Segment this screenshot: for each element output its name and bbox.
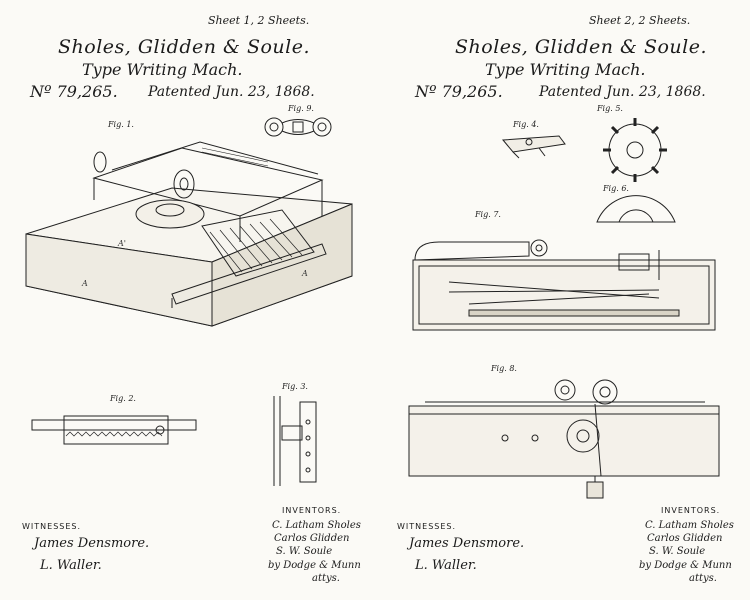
patent-number: Nº 79,265. — [30, 82, 118, 101]
fig-2-drawing — [30, 406, 200, 452]
patent-sheet-2: Sheet 2, 2 Sheets. Sholes, Glidden & Sou… — [375, 0, 750, 600]
attorney-title: attys. — [689, 573, 717, 584]
patent-date: Patented Jun. 23, 1868. — [539, 84, 706, 100]
fig-9-label: Fig. 9. — [288, 104, 314, 113]
witness-signature-1: James Densmore. — [409, 536, 525, 551]
patent-title: Sholes, Glidden & Soule. — [58, 36, 311, 58]
inventor-signature-1: C. Latham Sholes — [645, 520, 734, 531]
inventor-signature-3: S. W. Soule — [649, 546, 706, 557]
fig-1-drawing: A A' A — [22, 126, 362, 386]
inventor-signature-2: Carlos Glidden — [647, 533, 723, 544]
fig-5-drawing — [597, 112, 673, 188]
witnesses-label: WITNESSES. — [397, 522, 457, 531]
fig-1-label: Fig. 1. — [108, 120, 134, 129]
svg-text:A: A — [81, 279, 88, 288]
fig-8-drawing — [405, 376, 725, 500]
inventors-label: INVENTORS. — [661, 506, 721, 515]
patent-sheet-1: Sheet 1, 2 Sheets. Sholes, Glidden & Sou… — [22, 14, 362, 584]
attorney-signature: by Dodge & Munn — [639, 560, 732, 571]
fig-6-drawing — [593, 192, 679, 226]
fig-6-label: Fig. 6. — [603, 184, 629, 193]
fig-3-drawing — [250, 392, 330, 492]
fig-7-label: Fig. 7. — [475, 210, 501, 219]
patent-subtitle: Type Writing Mach. — [485, 60, 646, 79]
fig-8-label: Fig. 8. — [491, 364, 517, 373]
attorney-signature: by Dodge & Munn — [268, 560, 361, 571]
patent-subtitle: Type Writing Mach. — [82, 60, 243, 79]
fig-9-drawing — [262, 112, 334, 142]
witnesses-label: WITNESSES. — [22, 522, 82, 531]
witness-signature-2: L. Waller. — [40, 558, 102, 573]
svg-text:A': A' — [117, 239, 126, 248]
inventors-label: INVENTORS. — [282, 506, 342, 515]
witness-signature-2: L. Waller. — [415, 558, 477, 573]
patent-title: Sholes, Glidden & Soule. — [455, 36, 708, 58]
attorney-title: attys. — [312, 573, 340, 584]
sheet-label: Sheet 2, 2 Sheets. — [589, 14, 691, 27]
witness-signature-1: James Densmore. — [34, 536, 150, 551]
patent-number: Nº 79,265. — [415, 82, 503, 101]
fig-2-label: Fig. 2. — [110, 394, 136, 403]
fig-5-label: Fig. 5. — [597, 104, 623, 113]
inventor-signature-3: S. W. Soule — [276, 546, 333, 557]
inventor-signature-1: C. Latham Sholes — [272, 520, 361, 531]
inventor-signature-2: Carlos Glidden — [274, 533, 350, 544]
sheet-label: Sheet 1, 2 Sheets. — [208, 14, 310, 27]
fig-4-label: Fig. 4. — [513, 120, 539, 129]
fig-4-drawing — [499, 130, 569, 162]
svg-text:A: A — [301, 269, 308, 278]
fig-3-label: Fig. 3. — [282, 382, 308, 391]
patent-date: Patented Jun. 23, 1868. — [148, 84, 315, 100]
fig-7-drawing — [409, 220, 729, 334]
